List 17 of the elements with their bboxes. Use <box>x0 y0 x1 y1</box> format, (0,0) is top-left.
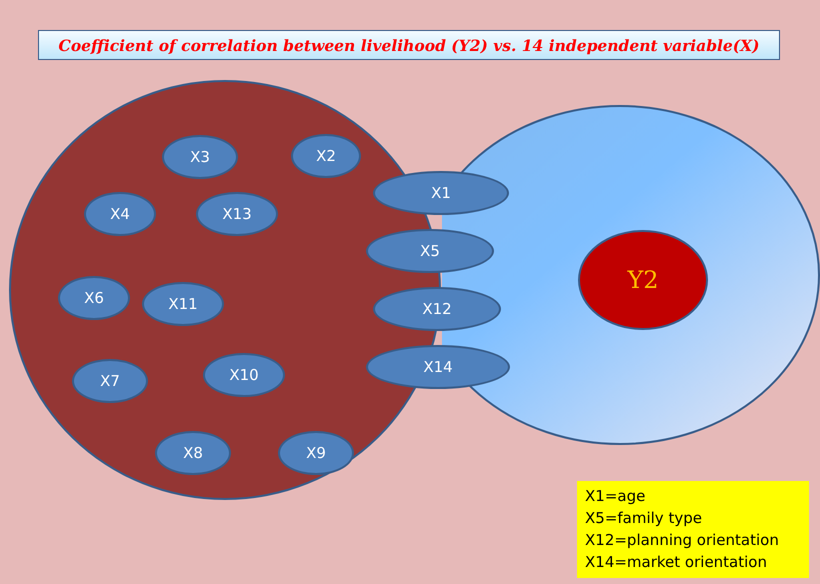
definition-text: X1=age <box>585 486 646 504</box>
dependent-variable-ellipse: Y2 <box>578 230 708 330</box>
variable-ellipse: X11 <box>142 282 224 326</box>
variable-ellipse: X7 <box>72 359 148 403</box>
variable-ellipse: X2 <box>291 134 361 178</box>
note-box <box>577 480 809 578</box>
variable-ellipse: X3 <box>162 135 238 179</box>
variable-ellipse: X10 <box>203 353 285 397</box>
variable-ellipse: X4 <box>84 192 156 236</box>
definition-text: X14=market orientation <box>585 552 767 570</box>
variable-ellipse: X13 <box>196 192 278 236</box>
variable-ellipse: X8 <box>155 431 231 475</box>
variable-ellipse: X6 <box>58 276 130 320</box>
variable-ellipse: X9 <box>278 431 354 475</box>
title-banner: Coefficient of correlation between livelihood (Y2) vs. 14 independent variable(X) <box>38 30 780 60</box>
definition-text: X12=planning orientation <box>585 530 779 548</box>
definition-text: X5=family type <box>585 508 702 526</box>
